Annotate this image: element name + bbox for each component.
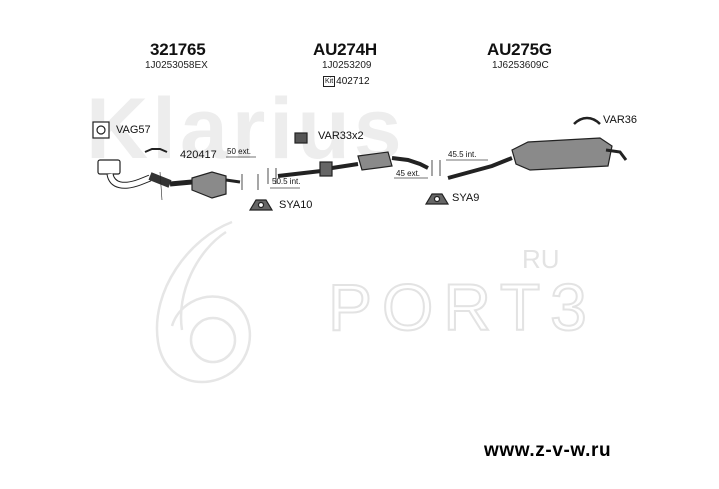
label-sya10: SYA10 — [279, 199, 313, 211]
label-var33: VAR33x2 — [318, 130, 364, 142]
oem-number-2: 1J0253209 — [322, 60, 372, 71]
label-sya9: SYA9 — [452, 192, 480, 204]
middle-pipe-drawing — [267, 151, 441, 184]
dim-45-ext: 45 ext. — [396, 169, 421, 178]
r420417-icon — [144, 148, 168, 153]
watermark-port: PORT3 — [328, 270, 597, 344]
footer-url: www.z-v-w.ru — [484, 440, 612, 461]
label-420417: 420417 — [180, 149, 217, 161]
dim-45-5-int: 45.5 int. — [448, 150, 477, 159]
kit-prefix: Kit — [323, 76, 336, 87]
var33-icon — [294, 132, 308, 144]
vag57-ring — [96, 125, 106, 135]
vag57-icon — [92, 121, 110, 139]
dimension-lines — [226, 156, 488, 189]
label-var36: VAR36 — [603, 114, 638, 126]
watermark-logo — [155, 220, 252, 384]
part-number-3: AU275G — [487, 40, 552, 59]
rear-silencer-drawing — [447, 137, 628, 180]
label-vag57: VAG57 — [116, 124, 151, 136]
var36-icon — [573, 116, 601, 125]
watermark-brand: Klarius — [86, 81, 406, 177]
front-pipe-drawing — [97, 159, 259, 199]
fitting-icons — [92, 116, 601, 211]
kit-number: 402712 — [336, 76, 370, 88]
dim-50-5-int: 50.5 int. — [272, 177, 301, 186]
dim-50-ext: 50 ext. — [227, 147, 252, 156]
watermark-ru: RU — [522, 244, 560, 274]
oem-number-1: 1J0253058EX — [145, 60, 208, 71]
part-number-2: AU274H — [313, 40, 377, 59]
oem-number-3: 1J6253609C — [492, 60, 549, 71]
part-number-1: 321765 — [150, 40, 206, 59]
